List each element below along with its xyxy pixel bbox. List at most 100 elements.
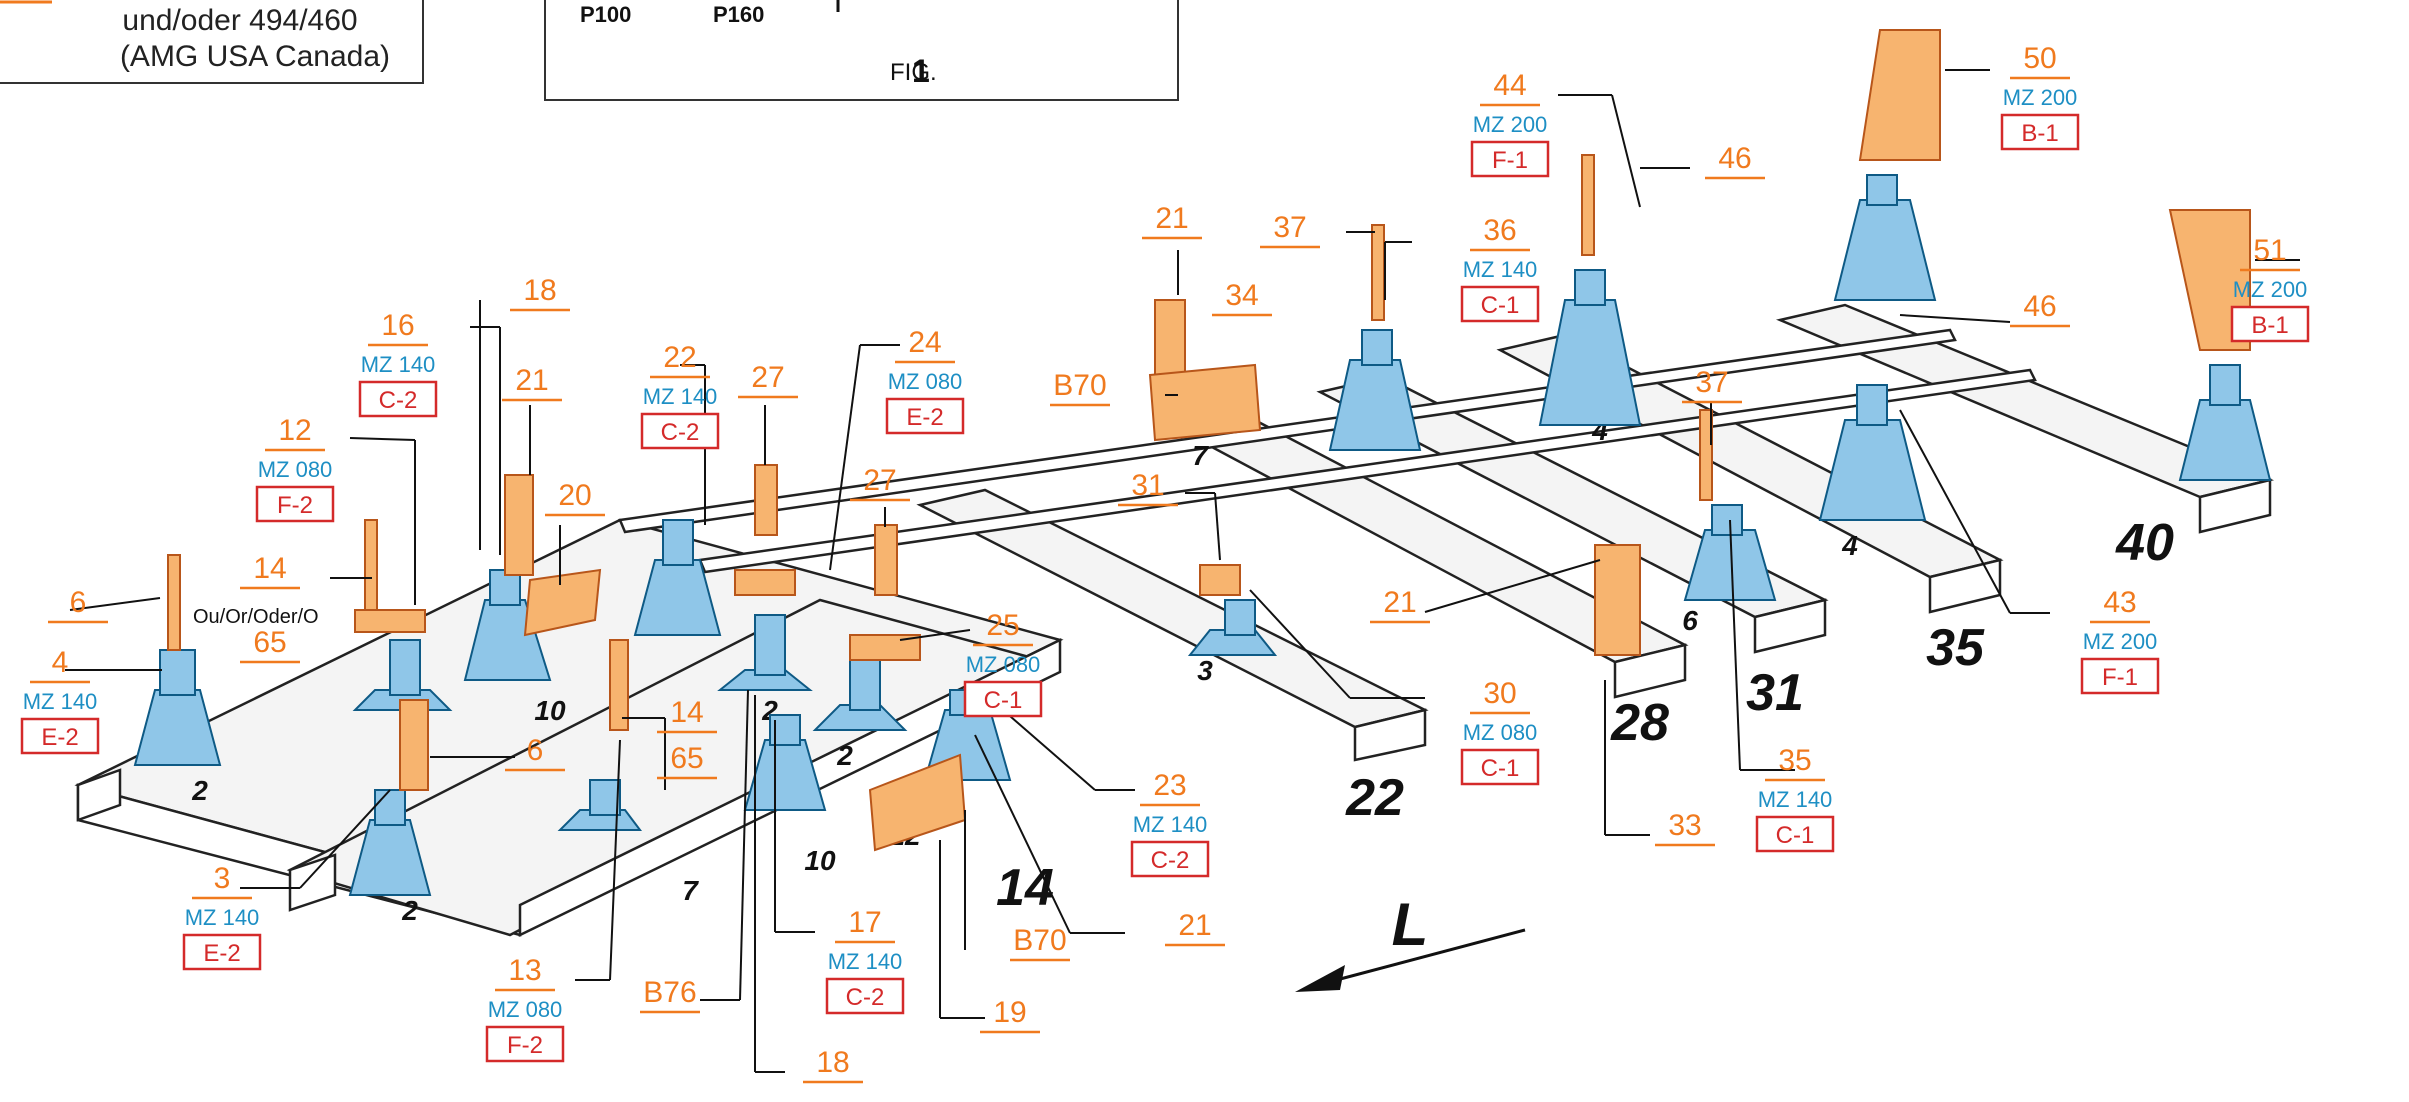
callout-number: 14 [253,552,286,585]
pin-21-b [1154,299,1186,381]
callout-number: 3 [214,862,231,895]
callout-code: E-2 [906,404,943,431]
callout-number: B70 [1013,924,1066,957]
jig-tower [1328,329,1422,451]
callout-model: MZ 140 [23,689,98,714]
bench-label-b: P160 [713,2,764,27]
callout-code: B-1 [2021,120,2058,147]
callout-number: 23 [1153,769,1186,802]
jig-tower [2178,364,2272,481]
callout-code-box [20,717,100,755]
callout: 31 [1118,469,1178,507]
frame-number: 6 [1682,605,1698,636]
callout-number: 17 [848,906,881,939]
callout-number: 35 [1778,744,1811,777]
callout-number: B76 [643,976,696,1009]
callout-model: MZ 080 [888,369,963,394]
callout: 6 [48,586,108,624]
frame-number: 7 [1192,440,1209,471]
alternative-text: Ou/Or/Oder/O [193,606,319,628]
callout-number: 27 [863,464,896,497]
callout-number: 20 [558,479,591,512]
callout-number: 43 [2103,586,2136,619]
callout: 33 [1655,809,1715,847]
jig-tower [1818,384,1927,521]
callout: 18 [803,1046,863,1084]
frame-number: 40 [2115,514,2174,572]
frame-number: 7 [682,875,699,906]
callout: 46 [1705,142,1765,180]
callout-model: MZ 080 [488,997,563,1022]
pin-46-a [1581,154,1595,256]
callout-code-box [182,933,262,971]
crossbar-28-end [1613,643,1687,699]
callout: B76 [640,976,700,1014]
callout-code: F-1 [1492,147,1528,174]
callout-code: E-2 [203,940,240,967]
pin-21-a [504,474,534,576]
callout: 14 [240,552,300,590]
callout-model: MZ 200 [2083,629,2158,654]
callout-number: 65 [670,742,703,775]
callout: B70 [1050,369,1110,407]
callout-code-box [2080,657,2160,695]
callout-number: 22 [663,341,696,374]
callout-number: 37 [1273,211,1306,244]
callout: 14 [657,696,717,734]
frame-number: 22 [1345,769,1404,827]
frame-number: 10 [534,695,566,726]
callout-model: MZ 200 [1473,112,1548,137]
rail-end-left-2 [288,853,337,912]
callout-model: MZ 080 [966,652,1041,677]
jig-tower [1187,599,1278,656]
callout-code: F-1 [2102,664,2138,691]
callout-code-box [2230,305,2310,343]
callout-number: 6 [70,586,87,619]
jig-tower [1683,504,1777,601]
callout-model: MZ 140 [1758,787,1833,812]
callout-number: 50 [2023,42,2056,75]
callout: 46 [2010,290,2070,328]
frame-number: 3 [1197,655,1213,686]
figure-number: 1 [912,53,930,89]
callout-model: MZ 200 [2003,85,2078,110]
callout-code-box [2000,113,2080,151]
figure-frame [544,0,1179,101]
callout-number: 18 [816,1046,849,1079]
frame-number: 4 [1841,530,1858,561]
callout-number: 14 [670,696,703,729]
frame-number: 2 [836,740,853,771]
callout-code-box [640,412,720,450]
note-line2: (AMG USA Canada) [120,40,390,73]
jig-tower [1833,174,1937,301]
callout: 27 [738,361,798,399]
callout-code-box [1460,285,1540,323]
callout-number: 13 [508,954,541,987]
frame-number: 10 [804,845,836,876]
callout-number: 6 [527,734,544,767]
callout: 21 [1142,202,1202,240]
callout-number: 21 [1155,202,1188,235]
callout: 18 [510,274,570,312]
arm-25 [849,634,921,661]
callout-number: 27 [751,361,784,394]
callout-model: MZ 140 [828,949,903,974]
callout-number: 12 [278,414,311,447]
callout-number: 18 [523,274,556,307]
callout-number: 51 [2253,234,2286,267]
crossbar-31-end [1753,598,1827,654]
callout-number: 21 [1178,909,1211,942]
pin-6 [167,554,181,651]
frame-number: 35 [1926,619,1985,677]
jig-tower [348,789,432,896]
callout-model: MZ 140 [1133,812,1208,837]
